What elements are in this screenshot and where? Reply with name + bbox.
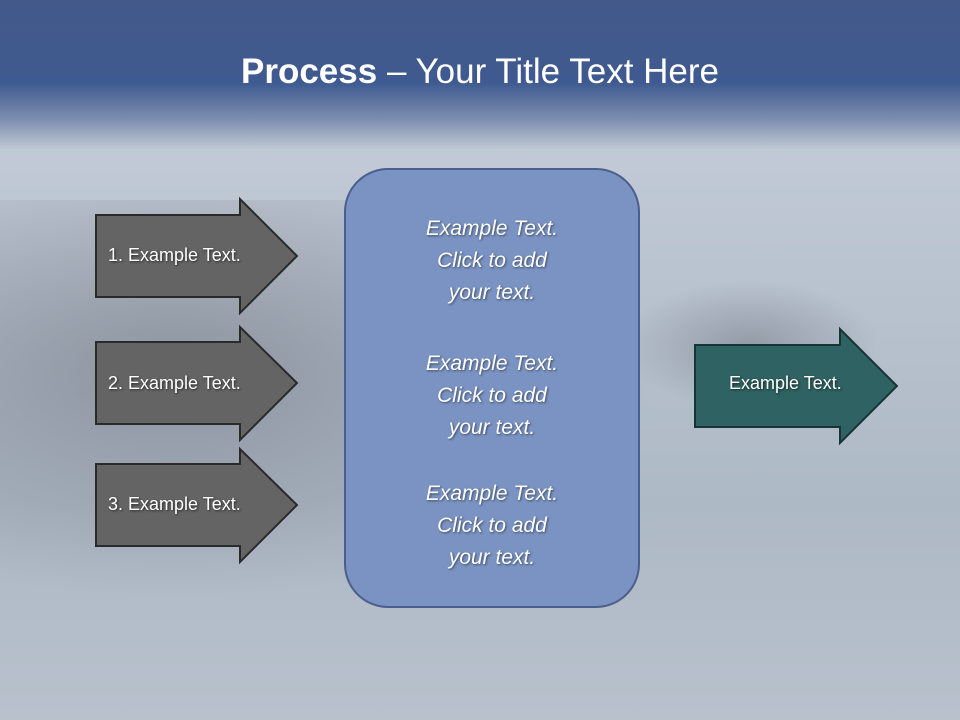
text-line: Click to add xyxy=(437,514,547,537)
center-box[interactable] xyxy=(344,168,640,608)
text-line: Example Text. xyxy=(425,217,559,240)
slide-title[interactable]: Process – Your Title Text Here xyxy=(0,52,960,92)
title-rest: – Your Title Text Here xyxy=(377,52,719,91)
center-text-block-3[interactable]: Example Text. Click to add your text. xyxy=(344,478,640,574)
center-text-block-2[interactable]: Example Text. Click to add your text. xyxy=(344,348,640,444)
text-line: Example Text. xyxy=(425,482,559,505)
title-bold: Process xyxy=(241,52,378,91)
title-bar xyxy=(0,0,960,150)
center-text-block-1[interactable]: Example Text. Click to add your text. xyxy=(344,213,640,309)
step-arrow-2[interactable] xyxy=(95,324,299,443)
text-line: your text. xyxy=(448,281,536,304)
text-line: your text. xyxy=(448,546,536,569)
step-label-1: 1. Example Text. xyxy=(108,245,241,265)
text-line: Example Text. xyxy=(425,352,559,375)
output-label: Example Text. xyxy=(729,373,842,393)
step-arrow-3[interactable] xyxy=(95,446,299,565)
step-arrow-1[interactable] xyxy=(95,196,299,316)
output-arrow[interactable] xyxy=(694,326,899,446)
step-label-3: 3. Example Text. xyxy=(108,494,241,514)
text-line: your text. xyxy=(448,416,536,439)
step-label-2: 2. Example Text. xyxy=(108,373,241,393)
text-line: Click to add xyxy=(437,384,547,407)
text-line: Click to add xyxy=(437,249,547,272)
